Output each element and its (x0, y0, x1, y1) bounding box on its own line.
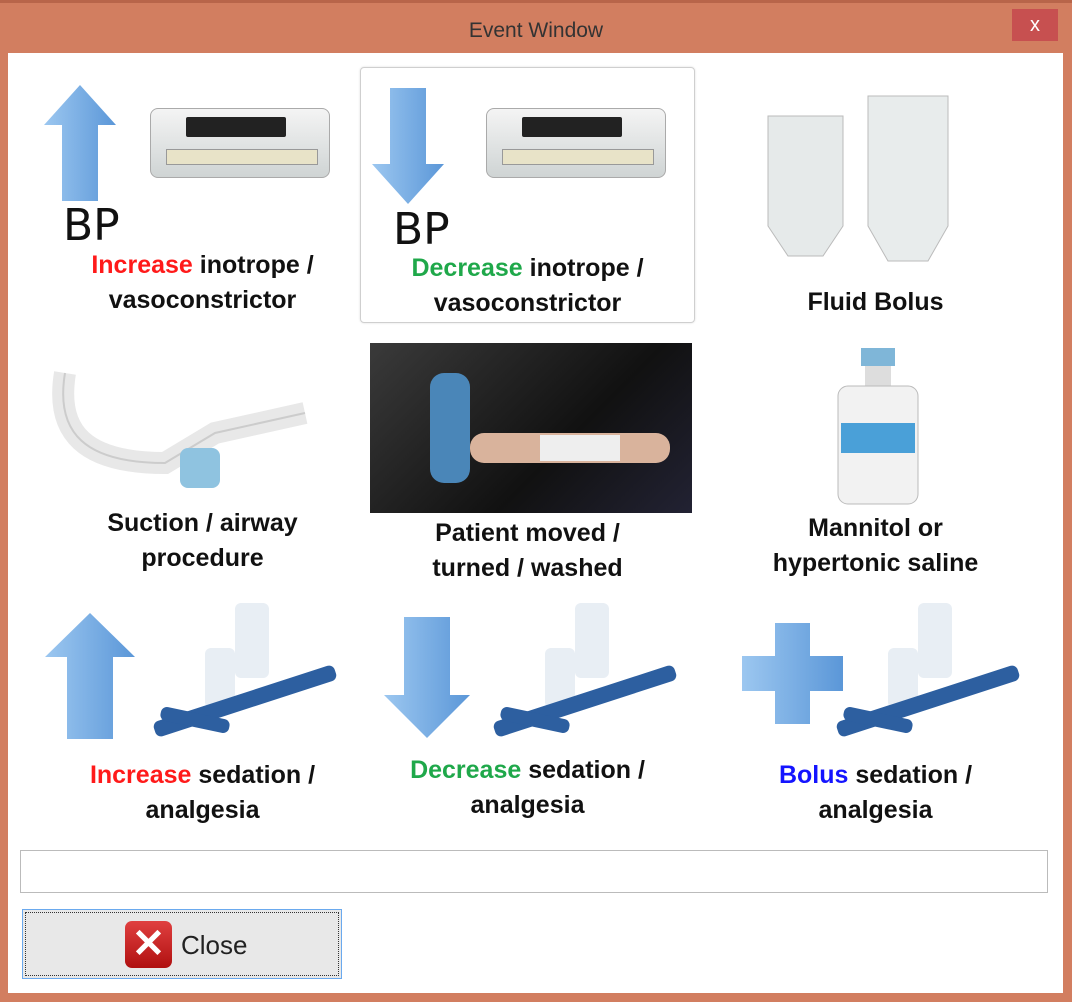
tile-label: Fluid Bolus (807, 288, 944, 316)
bp-label: BP (63, 200, 120, 251)
close-button-label: Close (181, 930, 248, 960)
iv-bag-image (767, 95, 949, 262)
sedation-vials-image (493, 603, 677, 737)
arrow-up-icon (45, 613, 135, 739)
sedation-vials-image (836, 603, 1020, 737)
tile-label: Increase inotrope /vasoconstrictor (91, 251, 314, 314)
suction-catheter-image (52, 371, 308, 488)
tile-label: Increase sedation /analgesia (89, 761, 316, 824)
window-title: Event Window (468, 19, 604, 42)
window-close-button[interactable]: x (1012, 9, 1058, 41)
patient-photo (370, 343, 692, 513)
infusion-pump-image (486, 108, 666, 178)
arrow-down-icon (372, 88, 444, 204)
bolus-sedation-button[interactable]: Bolus sedation /analgesia (708, 603, 1043, 853)
title-bar: Event Window x (0, 0, 1072, 52)
sedation-vials-image (153, 603, 337, 737)
close-button[interactable]: ✕ Close (22, 909, 342, 979)
plus-icon (742, 623, 843, 724)
bp-label: BP (393, 204, 450, 255)
decrease-sedation-button[interactable]: Decrease sedation /analgesia (360, 603, 695, 853)
vial-image (837, 348, 919, 505)
infusion-pump-image (150, 108, 330, 178)
decrease-inotrope-button[interactable]: BP Decrease inotrope /vasoconstrictor (360, 67, 695, 323)
close-x-icon: ✕ (125, 921, 172, 968)
patient-moved-button[interactable]: Patient moved /turned / washed (360, 343, 695, 593)
tile-label: Patient moved /turned / washed (432, 519, 623, 582)
status-field[interactable] (20, 850, 1048, 893)
fluid-bolus-button[interactable]: Fluid Bolus (708, 78, 1043, 328)
increase-inotrope-button[interactable]: BP Increase inotrope /vasoconstrictor (35, 78, 370, 328)
arrow-down-icon (384, 617, 470, 738)
event-panel: BP Increase inotrope /vasoconstrictor BP… (8, 53, 1063, 993)
tile-label: Bolus sedation /analgesia (778, 761, 973, 824)
arrow-up-icon (44, 85, 116, 201)
increase-sedation-button[interactable]: Increase sedation /analgesia (35, 603, 370, 853)
tile-label: Decrease sedation /analgesia (410, 756, 645, 819)
tile-label: Decrease inotrope /vasoconstrictor (411, 254, 644, 317)
